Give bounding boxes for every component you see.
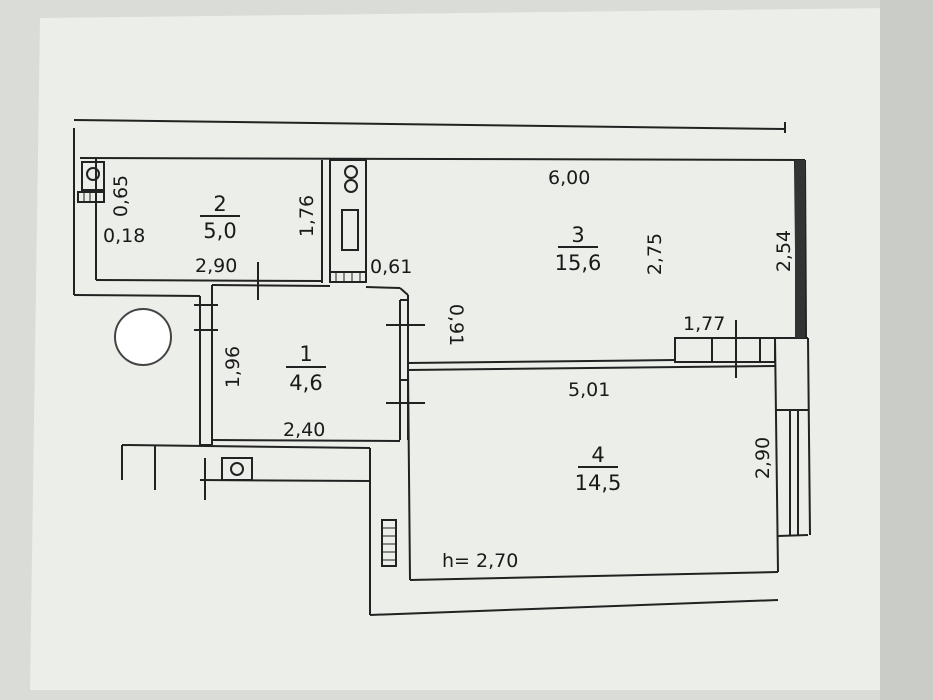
dim-kitchen-depth: 2,75 bbox=[644, 233, 666, 275]
right-shadow-edge bbox=[880, 0, 933, 700]
room-1-number: 1 bbox=[299, 342, 312, 366]
sink-icon bbox=[341, 209, 359, 251]
radiator-icon bbox=[77, 191, 105, 203]
room-4-area: 14,5 bbox=[575, 471, 622, 495]
dim-niche: 0,61 bbox=[370, 256, 412, 278]
dim-bath-width: 2,90 bbox=[195, 255, 237, 277]
room-1-area: 4,6 bbox=[289, 371, 322, 395]
room-3-number: 3 bbox=[571, 223, 584, 247]
radiator-fins bbox=[83, 193, 395, 561]
burner-icon bbox=[344, 179, 358, 193]
room-3-area: 15,6 bbox=[555, 251, 602, 275]
dim-bath-height: 0,65 bbox=[110, 175, 132, 217]
kitchen-radiator-icon bbox=[329, 271, 367, 283]
right-wall-fill bbox=[795, 160, 805, 338]
dim-balcony-left: 2,54 bbox=[773, 230, 795, 272]
dim-hall-width: 2,40 bbox=[283, 419, 325, 441]
dim-room-width: 5,01 bbox=[568, 379, 610, 401]
washer-icon bbox=[221, 457, 253, 481]
dim-bath-depth: 1,76 bbox=[296, 195, 318, 237]
washer-drum-icon bbox=[230, 462, 244, 476]
paper-sheet bbox=[30, 8, 905, 690]
room-2-number: 2 bbox=[213, 192, 226, 216]
room-4-number: 4 bbox=[591, 443, 604, 467]
toilet-bowl-icon bbox=[86, 167, 100, 181]
light-glare bbox=[114, 308, 172, 366]
room-fraction-lines bbox=[200, 215, 618, 468]
burner-icon bbox=[344, 165, 358, 179]
dim-kitchen-width: 6,00 bbox=[548, 167, 590, 189]
dim-bath-small: 0,18 bbox=[103, 225, 145, 247]
dim-opening: 0,91 bbox=[445, 304, 467, 346]
fixtures bbox=[77, 159, 397, 567]
ceiling-height: h= 2,70 bbox=[442, 550, 518, 572]
dim-partition: 1,77 bbox=[683, 313, 725, 335]
room-2-area: 5,0 bbox=[203, 219, 236, 243]
dim-hall-depth: 1,96 bbox=[222, 346, 244, 388]
dim-room-depth: 2,90 bbox=[752, 437, 774, 479]
room-radiator-icon bbox=[381, 519, 397, 567]
toilet-icon bbox=[81, 161, 105, 191]
